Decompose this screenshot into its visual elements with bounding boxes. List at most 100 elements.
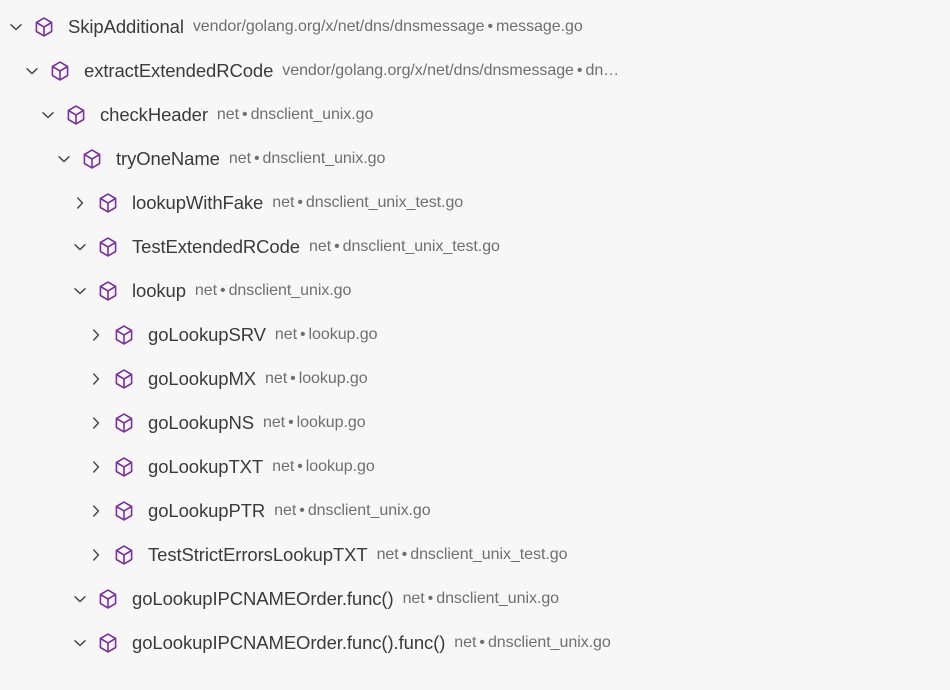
cube-icon xyxy=(111,322,137,348)
call-hierarchy-row[interactable]: goLookupPTR net•dnsclient_unix.go xyxy=(0,489,950,533)
symbol-location: net•dnsclient_unix_test.go xyxy=(309,237,500,257)
location-separator: • xyxy=(334,238,340,255)
package-path: net xyxy=(216,106,239,123)
cube-icon xyxy=(111,454,137,480)
cube-icon xyxy=(95,190,121,216)
chevron-down-icon[interactable] xyxy=(53,148,75,170)
location-separator: • xyxy=(297,194,303,211)
symbol-name: goLookupIPCNAMEOrder.func() xyxy=(132,588,394,609)
location-separator: • xyxy=(220,282,226,299)
cube-icon xyxy=(63,102,89,128)
cube-icon xyxy=(95,586,121,612)
call-hierarchy-row[interactable]: SkipAdditional vendor/golang.org/x/net/dn… xyxy=(0,5,950,49)
file-name: lookup.go xyxy=(308,326,378,343)
chevron-right-icon[interactable] xyxy=(85,368,107,390)
symbol-name: goLookupSRV xyxy=(148,324,266,345)
package-path: net xyxy=(274,326,297,343)
call-hierarchy-row[interactable]: goLookupTXT net•lookup.go xyxy=(0,445,950,489)
symbol-name: goLookupTXT xyxy=(148,456,264,477)
call-hierarchy-row[interactable]: goLookupIPCNAMEOrder.func() net•dnsclient… xyxy=(0,577,950,621)
file-name: lookup.go xyxy=(305,458,375,475)
package-path: net xyxy=(274,502,297,519)
location-separator: • xyxy=(242,106,248,123)
package-path: vendor/golang.org/x/net/dns/dnsmessage xyxy=(282,62,574,79)
symbol-location: net•lookup.go xyxy=(272,457,375,477)
location-separator: • xyxy=(299,502,305,519)
call-hierarchy-row[interactable]: goLookupNS net•lookup.go xyxy=(0,401,950,445)
file-name: message.go xyxy=(496,18,583,35)
cube-icon xyxy=(95,630,121,656)
symbol-location: vendor/golang.org/x/net/dns/dnsmessage•d… xyxy=(282,61,619,81)
call-hierarchy-row[interactable]: TestExtendedRCode net•dnsclient_unix_test… xyxy=(0,225,950,269)
location-separator: • xyxy=(487,18,494,35)
symbol-location: vendor/golang.org/x/net/dns/dnsmessage•m… xyxy=(193,17,583,37)
location-separator: • xyxy=(297,458,303,475)
file-name: dnsclient_unix.go xyxy=(307,502,431,519)
location-separator: • xyxy=(288,414,294,431)
location-separator: • xyxy=(576,62,583,79)
file-name: lookup.go xyxy=(298,370,368,387)
cube-icon xyxy=(79,146,105,172)
file-name: dnsclient_unix.go xyxy=(262,150,386,167)
symbol-name: lookupWithFake xyxy=(132,192,264,213)
chevron-right-icon[interactable] xyxy=(85,324,107,346)
chevron-down-icon[interactable] xyxy=(21,60,43,82)
symbol-name: checkHeader xyxy=(100,104,208,125)
symbol-name: goLookupPTR xyxy=(148,500,266,521)
chevron-down-icon[interactable] xyxy=(69,280,91,302)
chevron-right-icon[interactable] xyxy=(85,500,107,522)
call-hierarchy-row[interactable]: goLookupIPCNAMEOrder.func().func()net•dn… xyxy=(0,621,950,665)
chevron-right-icon[interactable] xyxy=(69,192,91,214)
chevron-down-icon[interactable] xyxy=(5,16,27,38)
package-path: net xyxy=(376,546,399,563)
file-name: dnsclient_unix_test.go xyxy=(410,546,568,563)
symbol-location: net•dnsclient_unix.go xyxy=(195,281,351,301)
chevron-down-icon[interactable] xyxy=(69,632,91,654)
symbol-location: net•dnsclient_unix.go xyxy=(274,501,430,521)
file-name: dnsclient_unix.go xyxy=(436,590,560,607)
cube-icon xyxy=(47,58,73,84)
chevron-right-icon[interactable] xyxy=(85,456,107,478)
file-name: dnsclient_unix_test.go xyxy=(342,238,500,255)
symbol-name: tryOneName xyxy=(116,148,220,169)
call-hierarchy-row[interactable]: extractExtendedRCode vendor/golang.org/x/… xyxy=(0,49,950,93)
cube-icon xyxy=(95,234,121,260)
location-separator: • xyxy=(253,150,260,167)
cube-icon xyxy=(111,498,137,524)
cube-icon xyxy=(111,542,137,568)
chevron-right-icon[interactable] xyxy=(85,412,107,434)
package-path: net xyxy=(402,590,425,607)
symbol-location: net•lookup.go xyxy=(275,325,378,345)
symbol-location: net•dnsclient_unix_test.go xyxy=(272,193,463,213)
chevron-down-icon[interactable] xyxy=(69,236,91,258)
symbol-name: goLookupNS xyxy=(148,412,254,433)
file-name: dnsclient_unix.go xyxy=(228,282,352,299)
symbol-location: net•dnsclient_unix_test.go xyxy=(377,545,568,565)
package-path: net xyxy=(265,370,288,387)
chevron-right-icon[interactable] xyxy=(85,544,107,566)
location-separator: • xyxy=(299,326,306,343)
symbol-name: TestExtendedRCode xyxy=(132,236,300,257)
symbol-name: SkipAdditional xyxy=(68,16,184,37)
chevron-down-icon[interactable] xyxy=(69,588,91,610)
call-hierarchy-row[interactable]: goLookupSRV net•lookup.go xyxy=(0,313,950,357)
package-path: net xyxy=(194,282,218,299)
symbol-location: net•dnsclient_unix.go xyxy=(454,633,610,653)
call-hierarchy-row[interactable]: lookupWithFake net•dnsclient_unix_test.go xyxy=(0,181,950,225)
file-name: dnsclient_unix.go xyxy=(487,634,611,651)
chevron-down-icon[interactable] xyxy=(37,104,59,126)
cube-icon xyxy=(111,366,137,392)
symbol-location: net•lookup.go xyxy=(263,413,366,433)
location-separator: • xyxy=(290,370,296,387)
package-path: net xyxy=(272,458,295,475)
file-name: dn… xyxy=(585,62,620,79)
location-separator: • xyxy=(401,546,408,563)
symbol-name: extractExtendedRCode xyxy=(84,60,274,81)
symbol-location: net•dnsclient_unix.go xyxy=(403,589,559,609)
